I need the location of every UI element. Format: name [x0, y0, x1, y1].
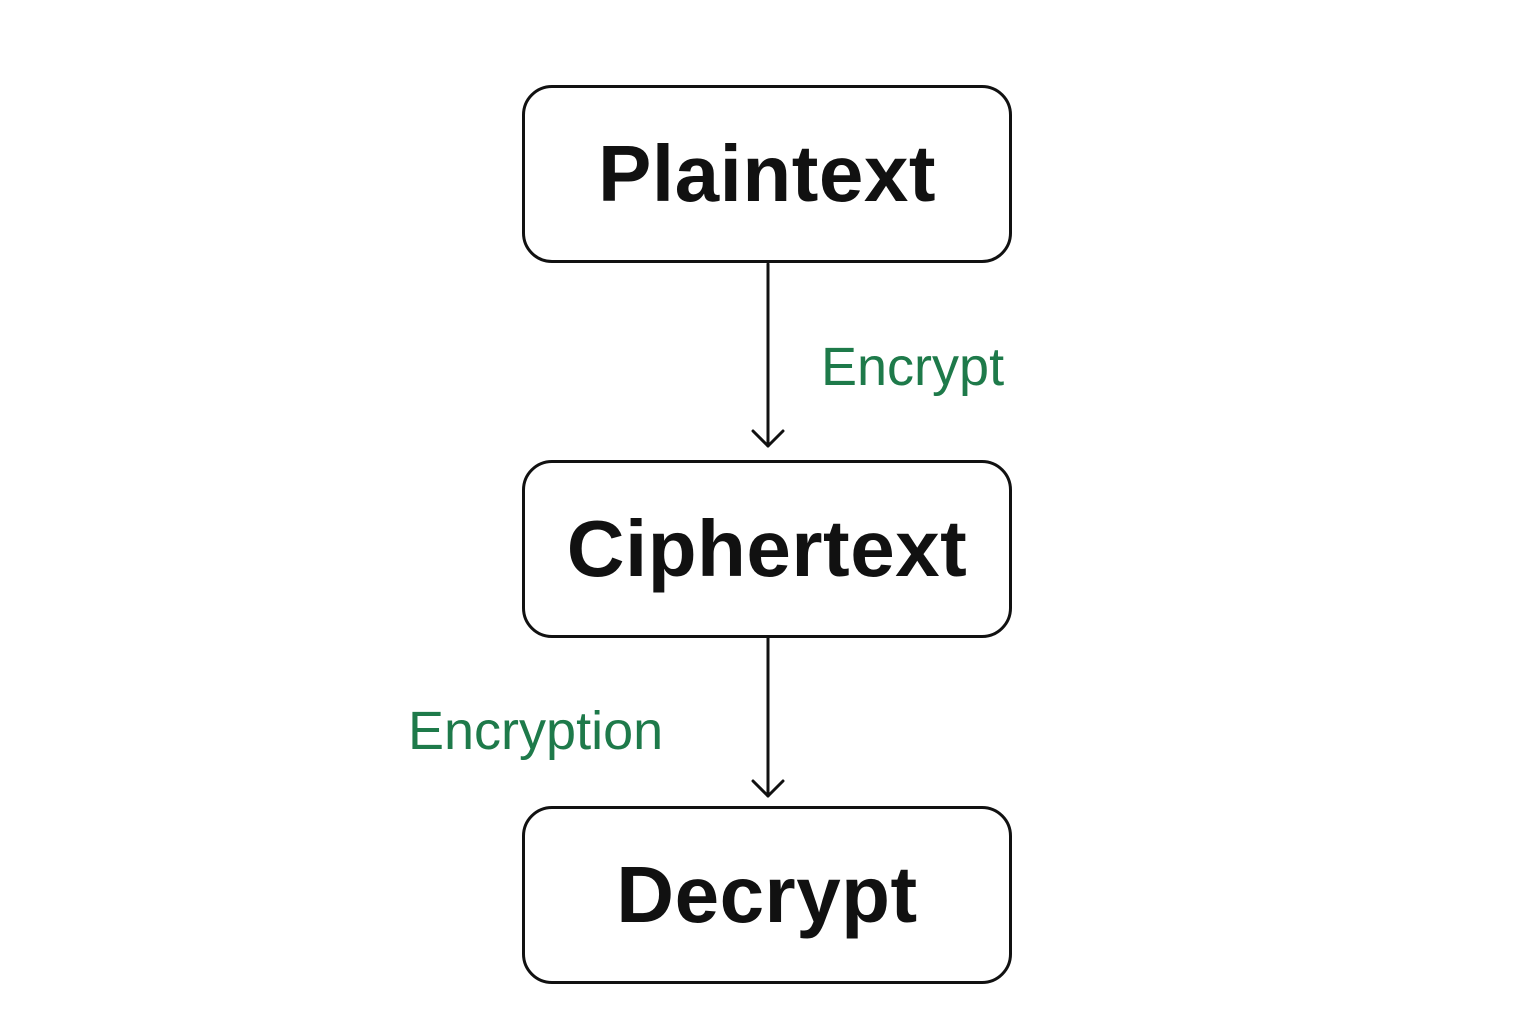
arrow-plaintext-to-ciphertext: [751, 262, 785, 448]
node-ciphertext: Ciphertext: [522, 460, 1012, 638]
node-plaintext: Plaintext: [522, 85, 1012, 263]
node-label-ciphertext: Ciphertext: [566, 504, 968, 593]
node-decrypt: Decrypt: [522, 806, 1012, 984]
arrow-ciphertext-to-decrypt: [751, 636, 785, 798]
node-label-plaintext: Plaintext: [598, 129, 936, 218]
edge-label-encrypt: Encrypt: [821, 337, 1005, 397]
edge-label-encryption: Encryption: [408, 701, 664, 761]
node-label-decrypt: Decrypt: [616, 850, 918, 939]
